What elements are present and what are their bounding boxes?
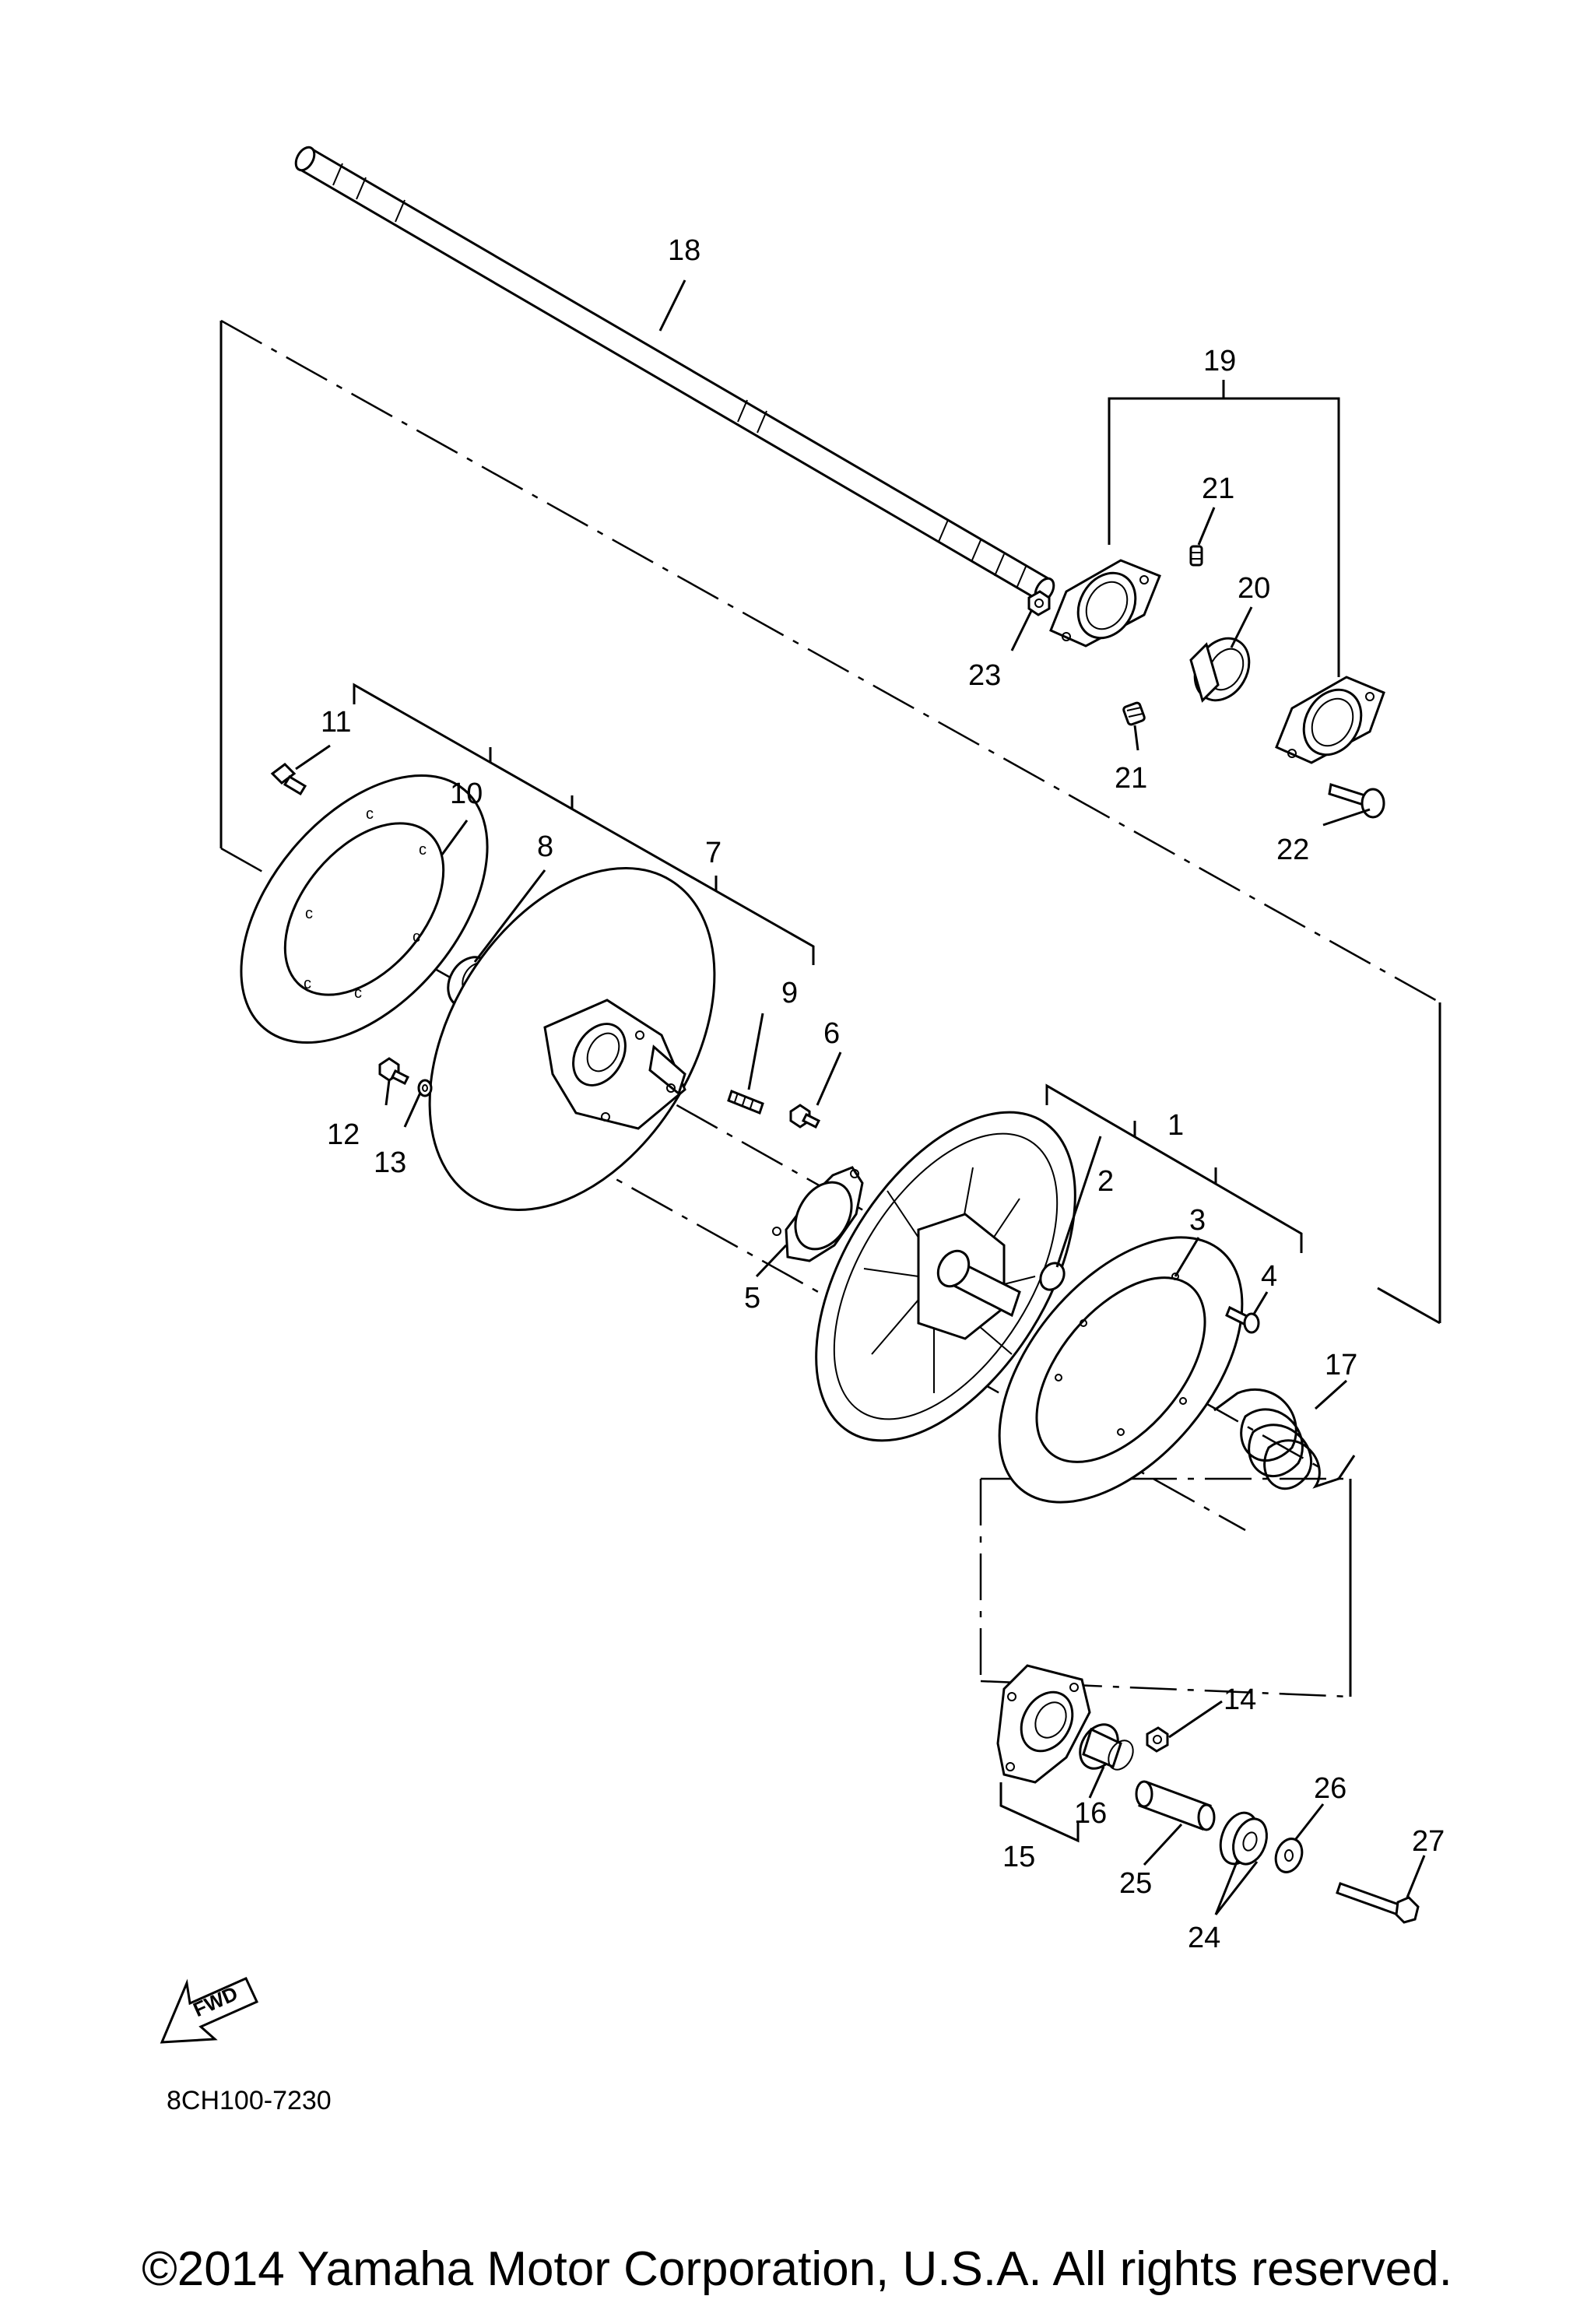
gasket-5[interactable] [772, 1166, 864, 1262]
bolt-12[interactable] [378, 1057, 410, 1086]
svg-text:c: c [354, 985, 362, 1002]
stud-9[interactable] [727, 1090, 764, 1115]
label-1: 1 [1167, 1109, 1184, 1142]
label-27: 27 [1412, 1825, 1445, 1858]
alignment-lines [219, 319, 1441, 1698]
bolt-22[interactable] [1328, 783, 1385, 819]
label-13: 13 [374, 1146, 406, 1179]
label-15: 15 [1002, 1841, 1035, 1873]
bushing-2[interactable] [1036, 1259, 1069, 1294]
cam-housing-15[interactable] [996, 1664, 1091, 1784]
washer-26[interactable] [1271, 1835, 1306, 1876]
label-18: 18 [668, 234, 700, 267]
label-5: 5 [744, 1282, 760, 1315]
label-14: 14 [1224, 1683, 1256, 1716]
label-12: 12 [327, 1118, 360, 1151]
nut-14[interactable] [1146, 1726, 1169, 1753]
bearing-20[interactable] [1184, 629, 1259, 711]
bolt-11[interactable] [270, 763, 307, 796]
bearing-housing-left[interactable] [1049, 559, 1161, 648]
label-16: 16 [1074, 1797, 1107, 1830]
label-7: 7 [705, 837, 722, 869]
label-22: 22 [1276, 834, 1309, 866]
copyright-notice: ©2014 Yamaha Motor Corporation, U.S.A. A… [142, 2242, 1452, 2296]
label-21-bottom: 21 [1115, 762, 1147, 795]
screw-4[interactable] [1225, 1305, 1260, 1334]
label-10: 10 [450, 778, 483, 810]
svg-text:c: c [304, 975, 311, 992]
svg-text:c: c [419, 841, 427, 858]
label-25: 25 [1119, 1867, 1152, 1900]
bracket-1 [1045, 1083, 1303, 1253]
label-3: 3 [1189, 1204, 1206, 1237]
label-24: 24 [1188, 1922, 1220, 1954]
svg-text:c: c [413, 929, 420, 946]
bolt-6[interactable] [789, 1104, 821, 1129]
svg-text:c: c [366, 806, 374, 823]
washer-13[interactable] [417, 1079, 433, 1097]
set-screw-21-bottom[interactable] [1122, 701, 1146, 726]
label-26: 26 [1314, 1772, 1346, 1805]
part-labels: 18 19 21 20 23 21 22 11 10 8 7 9 6 12 13… [321, 234, 1445, 1954]
bracket-7 [353, 683, 815, 965]
label-19: 19 [1203, 345, 1236, 377]
label-8: 8 [537, 830, 553, 863]
roller-24[interactable] [1214, 1808, 1273, 1869]
label-6: 6 [823, 1017, 840, 1050]
svg-text:c: c [305, 905, 313, 922]
bolt-27[interactable] [1336, 1882, 1420, 1924]
sheave-plate-10[interactable]: c c c c c c [193, 730, 536, 1089]
label-11: 11 [321, 706, 351, 739]
bracket-15 [999, 1782, 1080, 1843]
label-21-top: 21 [1202, 472, 1234, 505]
label-20: 20 [1238, 572, 1270, 605]
leader-lines [295, 279, 1426, 1915]
label-17: 17 [1325, 1349, 1357, 1381]
fixed-sheave-7[interactable] [370, 816, 773, 1261]
bracket-19 [1108, 380, 1340, 677]
label-4: 4 [1261, 1260, 1277, 1293]
spring-17[interactable] [1213, 1388, 1356, 1490]
bearing-housing-right[interactable] [1275, 676, 1385, 765]
fwd-arrow-icon: FWD [160, 1977, 259, 2044]
nut-23[interactable] [1027, 590, 1051, 616]
label-23: 23 [968, 659, 1001, 692]
shaft-part[interactable] [292, 144, 1057, 605]
bushing-16[interactable] [1073, 1718, 1138, 1775]
label-2: 2 [1097, 1165, 1114, 1198]
collar-25[interactable] [1135, 1780, 1216, 1831]
set-screw-21-top[interactable] [1189, 545, 1203, 567]
diagram-code: 8CH100-7230 [167, 2086, 332, 2115]
ring-plate-3[interactable] [952, 1193, 1289, 1546]
label-9: 9 [781, 977, 798, 1009]
movable-sheave-1[interactable] [763, 1068, 1129, 1485]
